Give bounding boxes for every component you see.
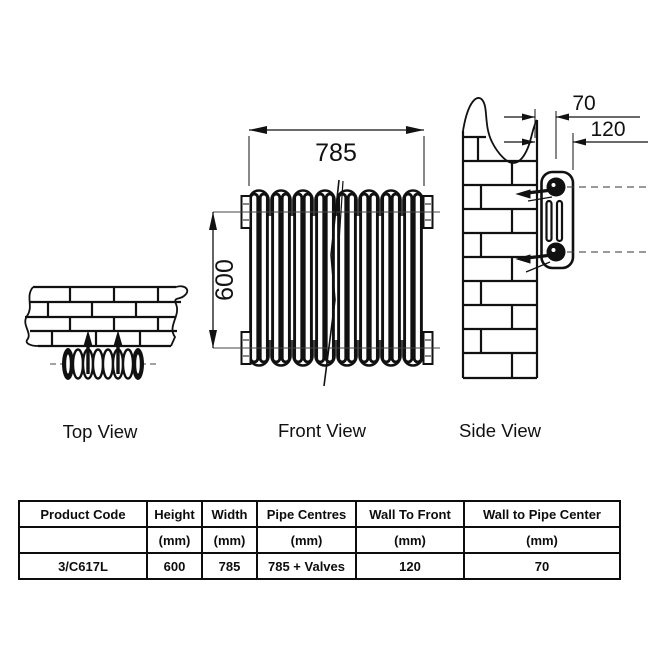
dim70-arrow-right-icon xyxy=(556,113,569,121)
front-height-value: 600 xyxy=(211,259,239,301)
wall-to-front-value: 120 xyxy=(590,118,625,141)
col-header-pipe-centres: Pipe Centres xyxy=(256,500,357,528)
dim70-arrow-left-icon xyxy=(522,113,535,121)
side-extension-lines xyxy=(534,109,574,170)
height-dimension: 600 xyxy=(209,212,239,348)
top-arrow-right-icon xyxy=(113,330,123,346)
front-width-value: 785 xyxy=(315,139,357,167)
dim-arrow-left-icon xyxy=(249,126,267,134)
bracket-arrow-bottom-icon xyxy=(515,254,531,264)
spec-table: Product Code Height Width Pipe Centres W… xyxy=(18,500,621,580)
value-wall-to-front: 120 xyxy=(355,552,465,580)
units-cell-wall-to-pipe-center: (mm) xyxy=(463,526,621,554)
col-header-width: Width xyxy=(201,500,258,528)
wall-to-pipe-dimension: 70 xyxy=(504,92,640,121)
value-width: 785 xyxy=(201,552,258,580)
units-cell-wall-to-front: (mm) xyxy=(355,526,465,554)
side-view-label: Side View xyxy=(459,420,542,441)
side-pipe-centrelines xyxy=(567,186,648,253)
units-cell-product-code xyxy=(18,526,148,554)
front-view-drawing: 785 600 Front View xyxy=(209,126,440,441)
col-header-wall-to-front: Wall To Front xyxy=(355,500,465,528)
wall-to-front-dimension: 120 xyxy=(504,118,648,146)
units-cell-width: (mm) xyxy=(201,526,258,554)
value-height: 600 xyxy=(146,552,203,580)
radiator-top-body xyxy=(62,348,144,380)
top-wall-bricks xyxy=(24,285,189,348)
radiator-side-body xyxy=(540,170,575,270)
break-line xyxy=(323,179,344,387)
units-cell-pipe-centres: (mm) xyxy=(256,526,357,554)
top-view-label: Top View xyxy=(63,421,138,442)
spec-table-header-row: Product Code Height Width Pipe Centres W… xyxy=(18,500,621,528)
dim-arrow-down-icon xyxy=(209,330,217,348)
value-pipe-centres: 785 + Valves xyxy=(256,552,357,580)
side-view-drawing: 70 120 Side View xyxy=(459,92,648,441)
col-header-wall-to-pipe-center: Wall to Pipe Center xyxy=(463,500,621,528)
bottom-pipe-connection xyxy=(546,242,566,262)
spec-table-data-row: 3/C617L 600 785 785 + Valves 120 70 xyxy=(18,552,621,580)
top-pipe-connection xyxy=(546,177,566,197)
value-wall-to-pipe-center: 70 xyxy=(463,552,621,580)
dim120-arrow-right-icon xyxy=(573,138,586,146)
technical-drawing: 785 600 Front View xyxy=(24,92,648,442)
side-wall-bricks xyxy=(461,97,539,380)
dim-arrow-right-icon xyxy=(406,126,424,134)
bracket-arrow-top-icon xyxy=(515,189,531,199)
spec-table-units-row: (mm) (mm) (mm) (mm) (mm) xyxy=(18,526,621,554)
wall-to-pipe-value: 70 xyxy=(572,92,595,115)
col-header-height: Height xyxy=(146,500,203,528)
dim120-arrow-left-icon xyxy=(522,138,535,146)
wall-bracket-arrows xyxy=(515,188,553,273)
units-cell-height: (mm) xyxy=(146,526,203,554)
dim-arrow-up-icon xyxy=(209,212,217,230)
pipe-centre-lines xyxy=(213,211,440,349)
col-header-product-code: Product Code xyxy=(18,500,148,528)
top-arrow-left-icon xyxy=(83,330,93,346)
top-view-drawing: Top View xyxy=(24,285,189,442)
radiator-front-body xyxy=(248,189,424,367)
front-view-label: Front View xyxy=(278,420,367,441)
value-product-code: 3/C617L xyxy=(18,552,148,580)
top-bracket-arrows xyxy=(83,330,123,374)
width-dimension: 785 xyxy=(248,126,425,186)
